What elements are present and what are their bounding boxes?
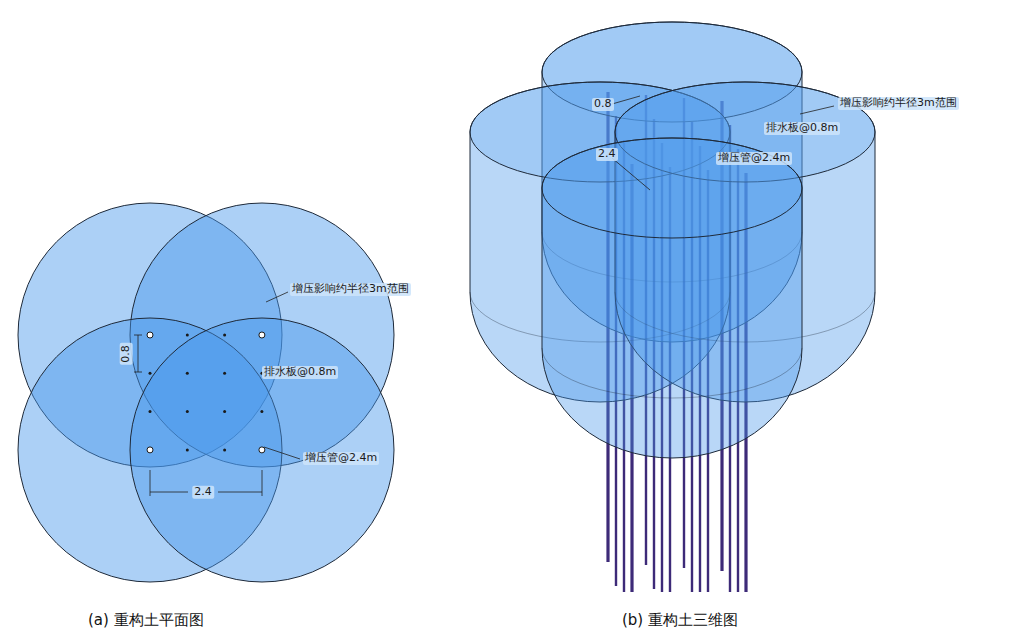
plan-point <box>259 332 265 338</box>
plan-point <box>147 332 153 338</box>
three-d-view <box>470 22 875 592</box>
plan-point <box>186 410 189 413</box>
dimension-label: 0.8 <box>592 98 614 111</box>
plan-point <box>149 410 152 413</box>
plan-point <box>186 334 189 337</box>
plan-point <box>260 410 263 413</box>
caption: (b) 重构土三维图 <box>620 612 740 629</box>
plan-point <box>223 448 226 451</box>
callout-label: 增压管@2.4m <box>716 152 792 165</box>
plan-point <box>223 372 226 375</box>
caption: (a) 重构土平面图 <box>86 612 206 629</box>
plan-point <box>186 448 189 451</box>
callout-label: 增压管@2.4m <box>303 452 379 465</box>
dimension-label: 2.4 <box>596 148 618 161</box>
influence-cylinder <box>542 138 802 458</box>
callout-label: 增压影响约半径3m范围 <box>838 97 959 110</box>
dimension-label: 2.4 <box>192 486 214 499</box>
callout-label: 增压影响约半径3m范围 <box>290 283 411 296</box>
plan-point <box>223 334 226 337</box>
plan-view <box>18 203 394 582</box>
callout-label: 排水板@0.8m <box>764 122 840 135</box>
dimension-label: 0.8 <box>120 343 133 365</box>
plan-point <box>259 447 265 453</box>
callout-label: 排水板@0.8m <box>262 366 338 379</box>
plan-point <box>147 447 153 453</box>
plan-point <box>223 410 226 413</box>
plan-point <box>149 372 152 375</box>
plan-point <box>186 372 189 375</box>
